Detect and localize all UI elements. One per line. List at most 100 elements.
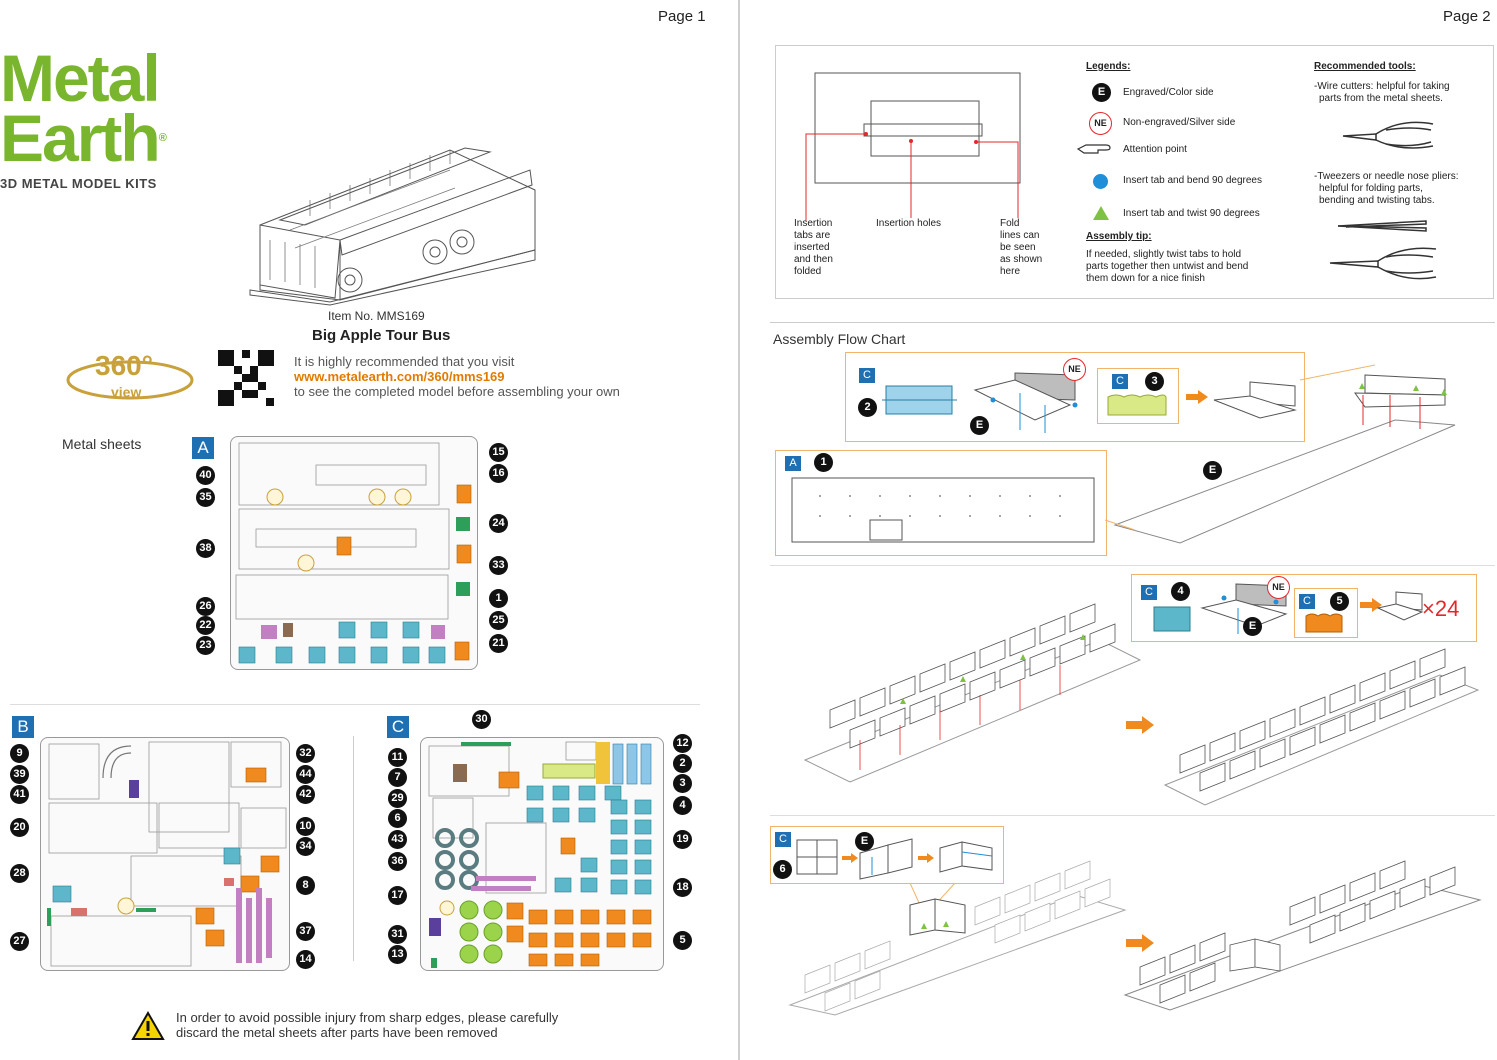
diagram-fold-line-5: here (1000, 266, 1021, 277)
step-4-box (770, 826, 1004, 884)
part-number-14: 14 (296, 950, 315, 969)
page2-separator-2 (770, 565, 1495, 566)
part-number-40: 40 (196, 466, 215, 485)
part-number-20: 20 (10, 818, 29, 837)
step-3-sub-sheet-c-label: C (1299, 594, 1315, 609)
non-engraved-ne-icon: NE (1089, 112, 1112, 135)
step-4-install-after (1123, 860, 1482, 1011)
needle-nose-pliers-icon (1329, 247, 1437, 280)
part-number-43: 43 (388, 830, 407, 849)
warning-triangle-icon (131, 1010, 165, 1040)
logo-line-metal: Metal (0, 41, 161, 115)
360-view-badge[interactable]: 360° view (65, 348, 195, 406)
part-number-33: 33 (489, 556, 508, 575)
assembly-flow-chart-title: Assembly Flow Chart (773, 331, 906, 347)
step-4-part-6: 6 (773, 860, 792, 879)
part-number-2: 2 (673, 754, 692, 773)
sheet-b-label: B (12, 716, 34, 738)
step-3-e-marker: E (1243, 617, 1262, 636)
step-1-part-3-drawing (1107, 394, 1167, 416)
step-1-part-2: 2 (858, 398, 877, 417)
tool-1-line-2: parts from the metal sheets. (1319, 93, 1443, 104)
tool-2-line-1: -Tweezers or needle nose pliers: (1314, 171, 1459, 182)
sheet-a (230, 436, 478, 670)
step-3-part-4: 4 (1171, 582, 1190, 601)
step-1-seat-result (1213, 381, 1297, 419)
part-number-32: 32 (296, 744, 315, 763)
diagram-fold-line-2: lines can (1000, 230, 1040, 241)
part-number-12: 12 (673, 734, 692, 753)
step-2-part-1: 1 (814, 453, 833, 472)
logo-line-earth: Earth® (0, 105, 167, 171)
badge-ring-icon (66, 360, 194, 400)
page2-number: Page 2 (1443, 8, 1491, 25)
part-number-17: 17 (388, 886, 407, 905)
diagram-tabs-line-1: Insertion (794, 218, 833, 229)
badge-360-text: 360° (95, 350, 153, 381)
assembly-tip-line-3: them down for a nice finish (1086, 273, 1205, 284)
tweezers-icon (1337, 220, 1427, 232)
step-3-seat-rows-after (1163, 648, 1480, 806)
sheet-c-parts (428, 741, 652, 968)
part-number-37: 37 (296, 922, 315, 941)
step-2-box (775, 450, 1107, 556)
step-3-seat-result (1376, 591, 1424, 621)
step-3-ne-marker: NE (1267, 576, 1290, 599)
step-4-folded-result (939, 841, 993, 873)
part-number-3: 3 (673, 774, 692, 793)
legend-blue-text: Insert tab and bend 90 degrees (1123, 175, 1262, 186)
diagram-tabs-line-3: inserted (794, 242, 830, 253)
badge-view-text: view (111, 384, 142, 400)
step-2-e-marker: E (1203, 461, 1222, 480)
step-1-sub-sheet-c-label: C (1112, 374, 1128, 389)
step-4-arrow-2-icon (918, 853, 934, 863)
step-3-arrow-icon (1360, 598, 1382, 612)
step-2-base-plate-3d (1104, 374, 1456, 544)
qr-code-icon[interactable] (218, 350, 274, 406)
legend-green-text: Insert tab and twist 90 degrees (1123, 208, 1260, 219)
recommend-url-link[interactable]: www.metalearth.com/360/mms169 (294, 369, 505, 384)
step-1-arrow-icon (1186, 390, 1208, 404)
diagram-tabs-line-5: folded (794, 266, 822, 277)
step-1-box (845, 352, 1305, 442)
step-1-e-marker: E (970, 416, 989, 435)
part-number-21: 21 (489, 634, 508, 653)
pointing-hand-icon (1076, 144, 1111, 154)
part-number-18: 18 (673, 878, 692, 897)
part-number-26: 26 (196, 597, 215, 616)
logo-tagline: 3D METAL MODEL KITS (0, 176, 157, 191)
step-1-sub-box (1097, 368, 1179, 424)
legend-non-engraved-text: Non-engraved/Silver side (1123, 117, 1236, 128)
diagram-tabs-caption: Insertion tabs are inserted and then fol… (794, 218, 833, 278)
part-number-30: 30 (472, 710, 491, 729)
step-4-part-6-flat (796, 839, 838, 875)
part-number-6: 6 (388, 809, 407, 828)
page-divider (738, 0, 740, 1060)
recommend-line-2: to see the completed model before assemb… (294, 384, 620, 399)
step-4-install-before (788, 860, 1127, 1016)
step-1-bench-drawing (973, 372, 1078, 433)
warning-line-2: discard the metal sheets after parts hav… (176, 1025, 498, 1040)
step-4-sheet-c-label: C (775, 832, 791, 847)
step-3-seat-rows-before (803, 603, 1142, 783)
bus-model-illustration (249, 147, 536, 306)
part-number-35: 35 (196, 488, 215, 507)
part-number-15: 15 (489, 443, 508, 462)
step-3-box (1131, 574, 1477, 642)
diagram-tabs-line-2: tabs are (794, 230, 831, 241)
part-number-34: 34 (296, 837, 315, 856)
sheet-b (40, 737, 290, 971)
legend-engraved-text: Engraved/Color side (1123, 87, 1214, 98)
sheet-c-label: C (387, 716, 409, 738)
tool-2-line-3: bending and twisting tabs. (1319, 195, 1435, 206)
insertion-diagram (805, 72, 1021, 221)
assembly-tip-line-1: If needed, slightly twist tabs to hold (1086, 249, 1242, 260)
sheet-a-parts (235, 442, 472, 664)
part-number-16: 16 (489, 464, 508, 483)
part-number-36: 36 (388, 852, 407, 871)
page2-separator (770, 322, 1495, 323)
step-3-part-5: 5 (1330, 592, 1349, 611)
page1-separator (10, 704, 700, 705)
assembly-tip-line-2: parts together then untwist and bend (1086, 261, 1249, 272)
step-4-arrow-1-icon (842, 853, 858, 863)
